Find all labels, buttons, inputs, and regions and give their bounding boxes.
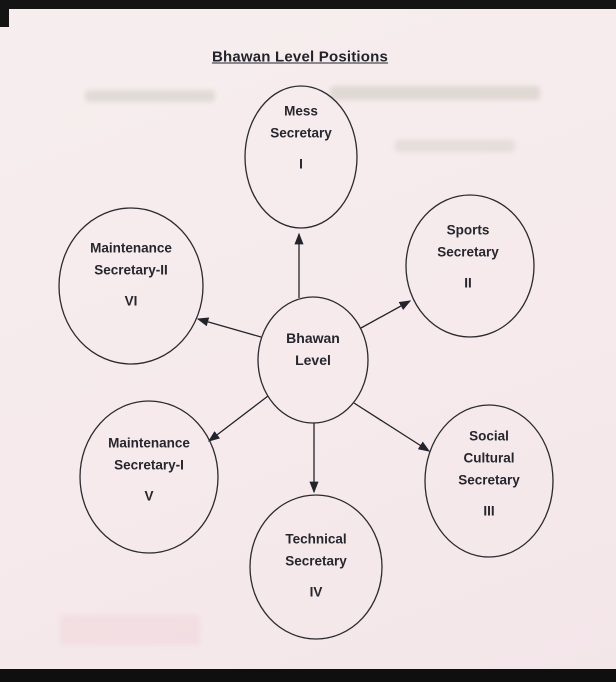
node-technical-secretary: Technical Secretary IV — [285, 529, 347, 604]
center-node-bhawan-level: Bhawan Level — [286, 327, 340, 371]
node-maintenance-secretary-1: Maintenance Secretary-I V — [108, 433, 190, 508]
node-numeral: I — [299, 156, 303, 172]
node-label: Social Cultural Secretary — [458, 428, 520, 488]
node-numeral: V — [144, 488, 154, 504]
scan-edge-corner — [0, 0, 9, 27]
center-node-label: Bhawan Level — [286, 330, 340, 368]
node-ellipse-technical-secretary — [249, 494, 383, 640]
scan-edge-top — [0, 0, 616, 9]
node-label: Maintenance Secretary-I — [108, 435, 190, 473]
node-ellipse-maintenance-secretary-1 — [79, 400, 219, 554]
node-numeral: III — [483, 503, 495, 519]
center-ellipse-bhawan-level — [257, 296, 369, 424]
node-ellipse-maintenance-secretary-2 — [58, 207, 204, 365]
node-numeral: IV — [309, 584, 323, 600]
node-label: Technical Secretary — [285, 531, 347, 569]
node-sports-secretary: Sports Secretary II — [437, 220, 499, 295]
node-social-cultural-secretary: Social Cultural Secretary III — [458, 426, 520, 523]
arrow-to-sports-secretary — [360, 300, 412, 329]
node-numeral: II — [464, 275, 472, 291]
node-ellipse-sports-secretary — [405, 194, 535, 338]
node-mess-secretary: Mess Secretary I — [270, 101, 332, 176]
arrow-to-maintenance-secretary-1 — [207, 395, 269, 442]
node-ellipse-social-cultural-secretary — [424, 404, 554, 558]
node-maintenance-secretary-2: Maintenance Secretary-II VI — [90, 238, 172, 313]
arrow-to-social-cultural-secretary — [353, 402, 431, 452]
arrow-to-maintenance-secretary-2 — [196, 317, 262, 338]
node-label: Sports Secretary — [437, 222, 499, 260]
scan-edge-bottom — [0, 669, 616, 682]
node-label: Mess Secretary — [270, 103, 332, 141]
node-numeral: VI — [124, 293, 138, 309]
page-title: Bhawan Level Positions — [211, 48, 389, 66]
node-ellipse-mess-secretary — [244, 85, 358, 229]
node-label: Maintenance Secretary-II — [90, 240, 172, 278]
